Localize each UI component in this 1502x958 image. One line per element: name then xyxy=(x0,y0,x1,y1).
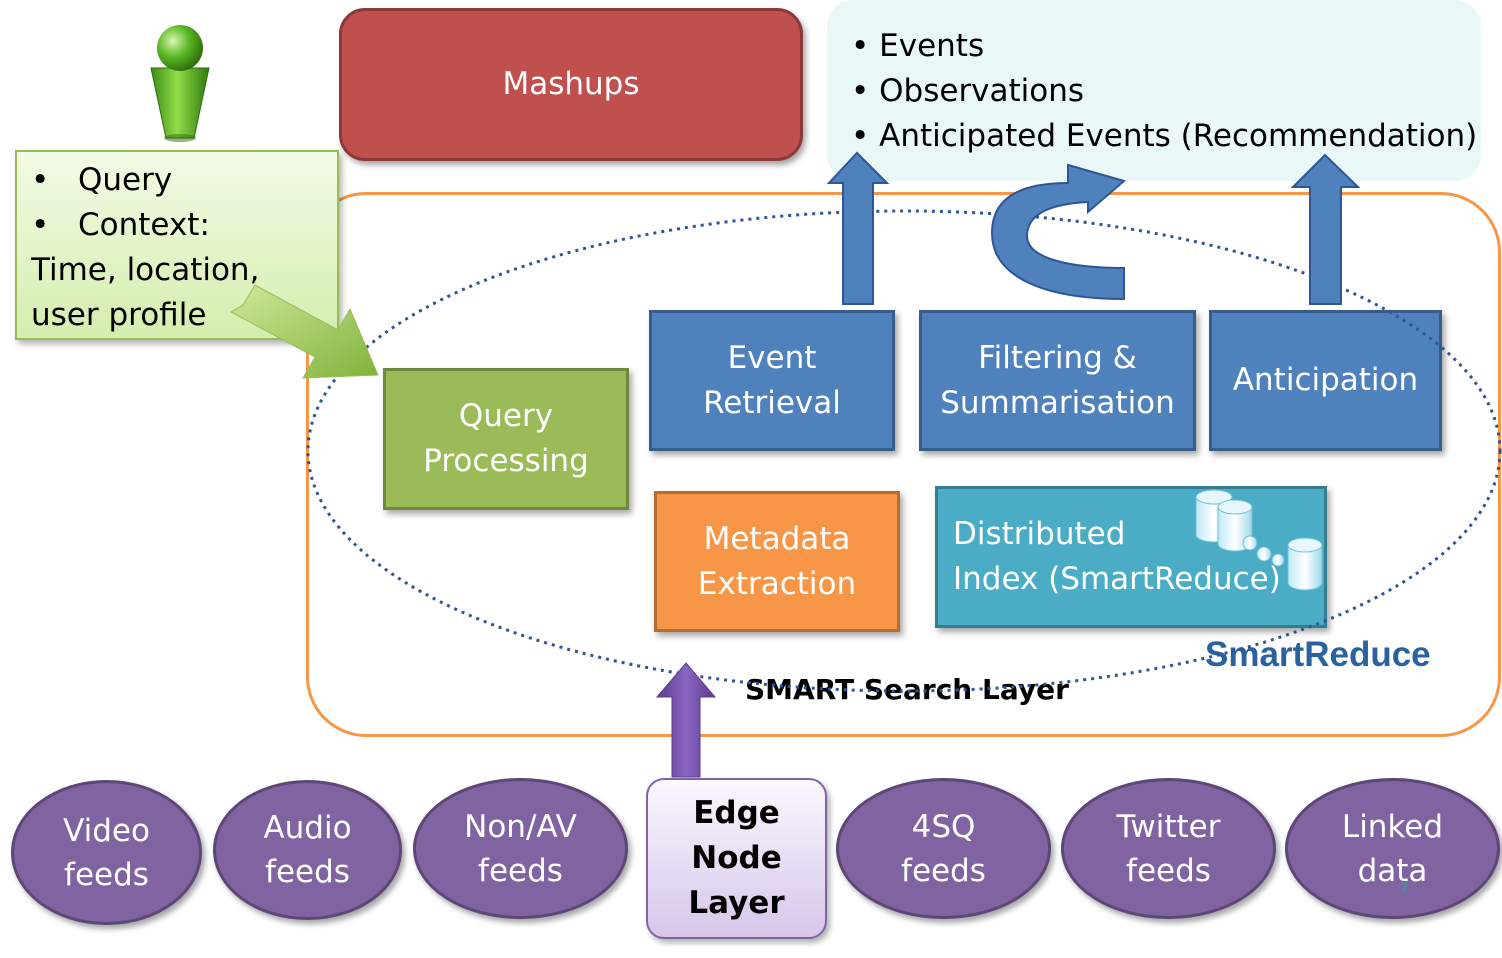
slide-number: 7 xyxy=(1400,881,1409,897)
event-retrieval-box[interactable]: Event Retrieval xyxy=(649,310,895,451)
filtering-summarisation-box[interactable]: Filtering & Summarisation xyxy=(919,310,1196,451)
note-context-line: user profile xyxy=(31,297,207,333)
smart-search-layer-label: SMART Search Layer xyxy=(745,673,1069,706)
query-processing-box[interactable]: Query Processing xyxy=(383,368,629,510)
module-label: Retrieval xyxy=(703,384,841,421)
module-label: Anticipation xyxy=(1232,362,1419,398)
anticipation-output-arrow xyxy=(1290,153,1361,305)
result-item-observations: • Observations xyxy=(851,73,1085,109)
note-context-line: Time, location, xyxy=(31,252,260,288)
video-feeds-oval[interactable]: Video feeds xyxy=(11,780,202,925)
results-list-panel: • Events • Observations • Anticipated Ev… xyxy=(827,0,1481,181)
query-input-arrow xyxy=(229,284,379,379)
result-item-anticipated-events: • Anticipated Events (Recommendation) xyxy=(851,118,1478,154)
mashups-label: Mashups xyxy=(502,66,640,102)
user-icon xyxy=(150,25,210,142)
non-av-feeds-oval[interactable]: Non/AV feeds xyxy=(413,778,628,919)
search-layer-ellipse xyxy=(306,209,1502,693)
mashups-box[interactable]: Mashups xyxy=(339,8,803,161)
module-label: Index (SmartReduce) xyxy=(953,561,1281,597)
edge-label: Layer xyxy=(688,885,785,921)
note-bullet-query: •Query xyxy=(31,162,173,198)
foursquare-feeds-oval[interactable]: 4SQ feeds xyxy=(836,778,1051,919)
distributed-index-box[interactable]: Distributed Index (SmartReduce) xyxy=(935,486,1327,628)
database-link-dot xyxy=(1256,546,1272,562)
bullet-dot: • xyxy=(851,28,880,64)
anticipation-box[interactable]: Anticipation xyxy=(1209,310,1442,451)
edge-label: Node xyxy=(691,840,782,876)
event-retrieval-output-arrow xyxy=(826,151,890,305)
module-label: Distributed xyxy=(953,516,1126,552)
edge-label: Edge xyxy=(693,795,780,831)
module-label: Query xyxy=(458,398,554,434)
linked-data-oval[interactable]: Linked data xyxy=(1285,778,1500,919)
audio-feeds-oval[interactable]: Audio feeds xyxy=(213,780,402,920)
edge-node-input-arrow xyxy=(655,662,717,778)
bullet-dot: • xyxy=(851,73,880,109)
metadata-extraction-box[interactable]: Metadata Extraction xyxy=(654,491,900,632)
module-label: Event xyxy=(727,339,817,376)
database-link-dot xyxy=(1242,535,1258,551)
database-cylinder xyxy=(1287,537,1323,591)
note-bullet-context: •Context: xyxy=(31,207,210,243)
module-label: Summarisation xyxy=(940,384,1175,421)
filtering-curved-arrow xyxy=(990,163,1127,301)
twitter-feeds-oval[interactable]: Twitter feeds xyxy=(1061,778,1276,919)
edge-node-layer-box[interactable]: Edge Node Layer xyxy=(646,778,827,939)
module-label: Extraction xyxy=(697,565,857,602)
database-link-dot xyxy=(1271,553,1285,567)
smart-search-layer-container xyxy=(306,192,1501,737)
bullet-dot: • xyxy=(851,118,880,154)
module-label: Processing xyxy=(423,443,589,479)
database-icon xyxy=(1195,489,1323,591)
module-label: Metadata xyxy=(703,520,851,557)
result-item-events: • Events xyxy=(851,28,985,64)
module-label: Filtering & xyxy=(978,339,1137,376)
smartreduce-label: SmartReduce xyxy=(1205,635,1431,674)
